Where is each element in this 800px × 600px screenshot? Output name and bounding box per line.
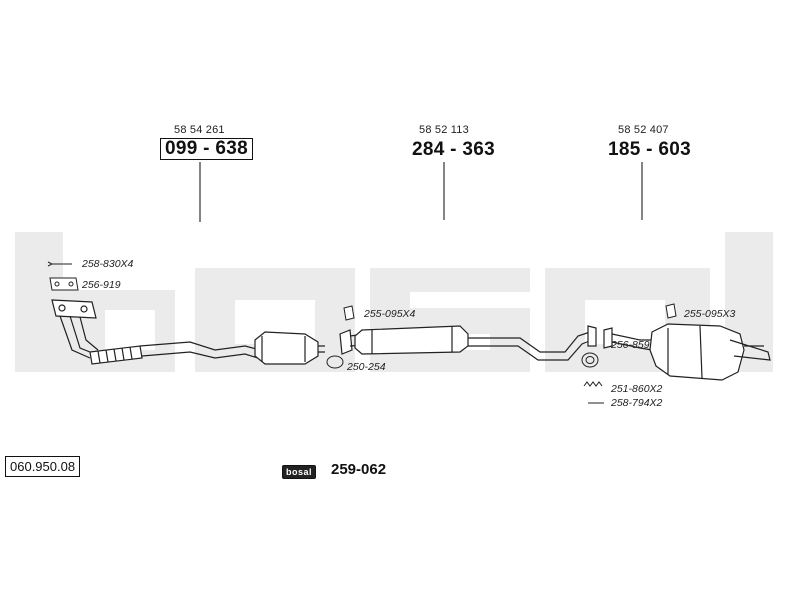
accessory-label-256-919[interactable]: 256-919 <box>82 279 121 291</box>
front-pipe-with-catalyst <box>51 299 325 365</box>
accessory-label-251-860x2[interactable]: 251-860X2 <box>611 383 663 395</box>
rear-silencer <box>603 323 771 381</box>
accessory-label-250-254[interactable]: 250-254 <box>347 361 386 373</box>
accessory-label-255-095x3[interactable]: 255-095X3 <box>684 308 736 320</box>
oe-number-3: 58 52 407 <box>618 124 669 136</box>
accessory-label-258-794x2[interactable]: 258-794X2 <box>611 397 663 409</box>
part-number-3[interactable]: 185 - 603 <box>608 139 691 160</box>
logo-reference-number[interactable]: 259-062 <box>331 461 387 478</box>
bosal-logo: bosal <box>282 465 317 479</box>
accessory-label-258-830x4[interactable]: 258-830X4 <box>82 258 134 270</box>
oe-number-1: 58 54 261 <box>174 124 225 136</box>
center-pipe-with-silencer <box>339 325 597 361</box>
part-number-2[interactable]: 284 - 363 <box>412 139 495 160</box>
oe-number-2: 58 52 113 <box>419 124 469 136</box>
catalog-number: 060.950.08 <box>5 456 81 477</box>
accessory-icons <box>47 261 677 404</box>
part-number-1[interactable]: 099 - 638 <box>160 138 253 160</box>
accessory-label-256-859[interactable]: 256-859 <box>611 339 650 351</box>
accessory-label-255-095x4[interactable]: 255-095X4 <box>364 308 416 320</box>
